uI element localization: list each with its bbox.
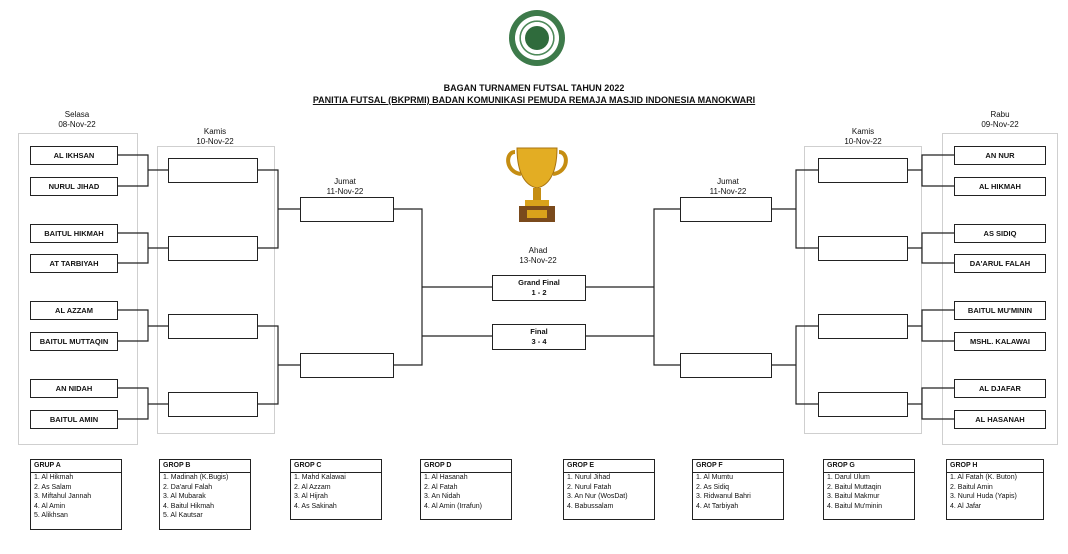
- team-left-7: AN NIDAH: [30, 379, 118, 398]
- trophy-icon: [506, 147, 568, 222]
- group-title: GROP H: [947, 460, 1043, 473]
- group-item: 1. Nurul Jihad: [567, 474, 611, 481]
- team-left-3: BAITUL HIKMAH: [30, 224, 118, 243]
- grand-final-box: Grand Final 1 - 2: [492, 275, 586, 301]
- grand-final-label: Grand Final: [518, 278, 560, 287]
- team-right-2: AL HIKMAH: [954, 177, 1046, 196]
- slot-right-r2-1: [818, 158, 908, 183]
- group-item: 2. As Salam: [34, 483, 72, 491]
- group-item: 2. Baitul Amin: [950, 483, 993, 491]
- group-title: GRUP A: [31, 460, 121, 473]
- slot-left-r3-2: [300, 353, 394, 378]
- group-item: 3. Ridwanul Bahri: [696, 493, 751, 500]
- group-item: 2. Baitul Muttaqin: [827, 483, 882, 491]
- group-title: GROP B: [160, 460, 250, 473]
- group-table-b: GROP B 1. Madinah (K.Bugis) 2. Da'arul F…: [159, 459, 251, 530]
- slot-left-r2-4: [168, 392, 258, 417]
- group-table-f: GROP F 1. Al Mumtu 2. As Sidiq 3. Ridwan…: [692, 459, 784, 520]
- group-item: 4. Baitul Mu'minin: [827, 502, 883, 510]
- final-label: Final: [530, 327, 548, 336]
- group-table-e: GROP E 1. Nurul Jihad 2. Nurul Fatah 3. …: [563, 459, 655, 520]
- group-table-a: GRUP A 1. Al Hikmah 2. As Salam 3. Mifta…: [30, 459, 122, 530]
- group-item: 5. Al Kautsar: [163, 512, 203, 519]
- slot-left-r2-2: [168, 236, 258, 261]
- team-left-4: AT TARBIYAH: [30, 254, 118, 273]
- logo-emblem: [509, 10, 565, 66]
- group-item: 4. Babussalam: [567, 502, 614, 510]
- group-item: 5. Alikhsan: [34, 512, 68, 519]
- team-right-5: BAITUL MU'MININ: [954, 301, 1046, 320]
- group-item: 1. Mahd Kalawai: [294, 474, 346, 481]
- final-score: 3 - 4: [531, 337, 547, 346]
- group-item: 1. Darul Ulum: [827, 474, 870, 481]
- slot-right-r3-1: [680, 197, 772, 222]
- group-item: 2. Al Fatah: [424, 483, 458, 491]
- slot-right-r2-2: [818, 236, 908, 261]
- group-title: GROP E: [564, 460, 654, 473]
- group-item: 4. Al Amin: [34, 502, 66, 510]
- group-item: 2. Nurul Fatah: [567, 483, 612, 491]
- slot-left-r2-3: [168, 314, 258, 339]
- group-item: 3. Nurul Huda (Yapis): [950, 493, 1017, 500]
- right-round2-panel: [804, 146, 922, 434]
- slot-left-r3-1: [300, 197, 394, 222]
- team-left-6: BAITUL MUTTAQIN: [30, 332, 118, 351]
- group-item: 1. Madinah (K.Bugis): [163, 474, 229, 481]
- group-item: 3. Al Mubarak: [163, 493, 206, 500]
- group-table-c: GROP C 1. Mahd Kalawai 2. Al Azzam 3. Al…: [290, 459, 382, 520]
- group-table-d: GROP D 1. Al Hasanah 2. Al Fatah 3. An N…: [420, 459, 512, 520]
- slot-right-r3-2: [680, 353, 772, 378]
- group-item: 4. Al Amin (Irrafun): [424, 502, 482, 510]
- group-item: 4. At Tarbiyah: [696, 502, 739, 510]
- team-right-7: AL DJAFAR: [954, 379, 1046, 398]
- team-left-1: AL IKHSAN: [30, 146, 118, 165]
- team-left-8: BAITUL AMIN: [30, 410, 118, 429]
- group-item: 4. Baitul Hikmah: [163, 502, 214, 510]
- group-item: 3. Baitul Makmur: [827, 493, 880, 500]
- group-item: 3. Al Hijrah: [294, 493, 328, 500]
- group-table-g: GROP G 1. Darul Ulum 2. Baitul Muttaqin …: [823, 459, 915, 520]
- team-left-5: AL AZZAM: [30, 301, 118, 320]
- group-item: 1. Al Fatah (K. Buton): [950, 474, 1017, 481]
- team-right-3: AS SIDIQ: [954, 224, 1046, 243]
- group-item: 2. Al Azzam: [294, 483, 331, 491]
- group-item: 1. Al Hikmah: [34, 474, 74, 481]
- group-title: GROP C: [291, 460, 381, 473]
- team-right-6: MSHL. KALAWAI: [954, 332, 1046, 351]
- group-item: 3. An Nidah: [424, 493, 461, 500]
- slot-left-r2-1: [168, 158, 258, 183]
- group-item: 2. As Sidiq: [696, 483, 730, 491]
- page-title: BAGAN TURNAMEN FUTSAL TAHUN 2022: [443, 83, 625, 93]
- group-title: GROP F: [693, 460, 783, 473]
- final-box: Final 3 - 4: [492, 324, 586, 350]
- group-item: 3. Miftahul Jannah: [34, 493, 92, 500]
- group-title: GROP D: [421, 460, 511, 473]
- group-title: GROP G: [824, 460, 914, 473]
- team-right-1: AN NUR: [954, 146, 1046, 165]
- group-item: 1. Al Mumtu: [696, 474, 733, 481]
- group-item: 2. Da'arul Falah: [163, 483, 213, 491]
- grand-final-score: 1 - 2: [531, 288, 547, 297]
- slot-right-r2-3: [818, 314, 908, 339]
- slot-right-r2-4: [818, 392, 908, 417]
- page-subtitle: PANITIA FUTSAL (BKPRMI) BADAN KOMUNIKASI…: [312, 95, 756, 105]
- team-right-4: DA'ARUL FALAH: [954, 254, 1046, 273]
- team-left-2: NURUL JIHAD: [30, 177, 118, 196]
- group-item: 1. Al Hasanah: [424, 474, 468, 481]
- left-round2-panel: [157, 146, 275, 434]
- group-table-h: GROP H 1. Al Fatah (K. Buton) 2. Baitul …: [946, 459, 1044, 520]
- group-item: 4. Al Jafar: [950, 502, 982, 510]
- team-right-8: AL HASANAH: [954, 410, 1046, 429]
- group-item: 4. As Sakinah: [294, 502, 337, 510]
- group-item: 3. An Nur (WosDat): [567, 493, 628, 500]
